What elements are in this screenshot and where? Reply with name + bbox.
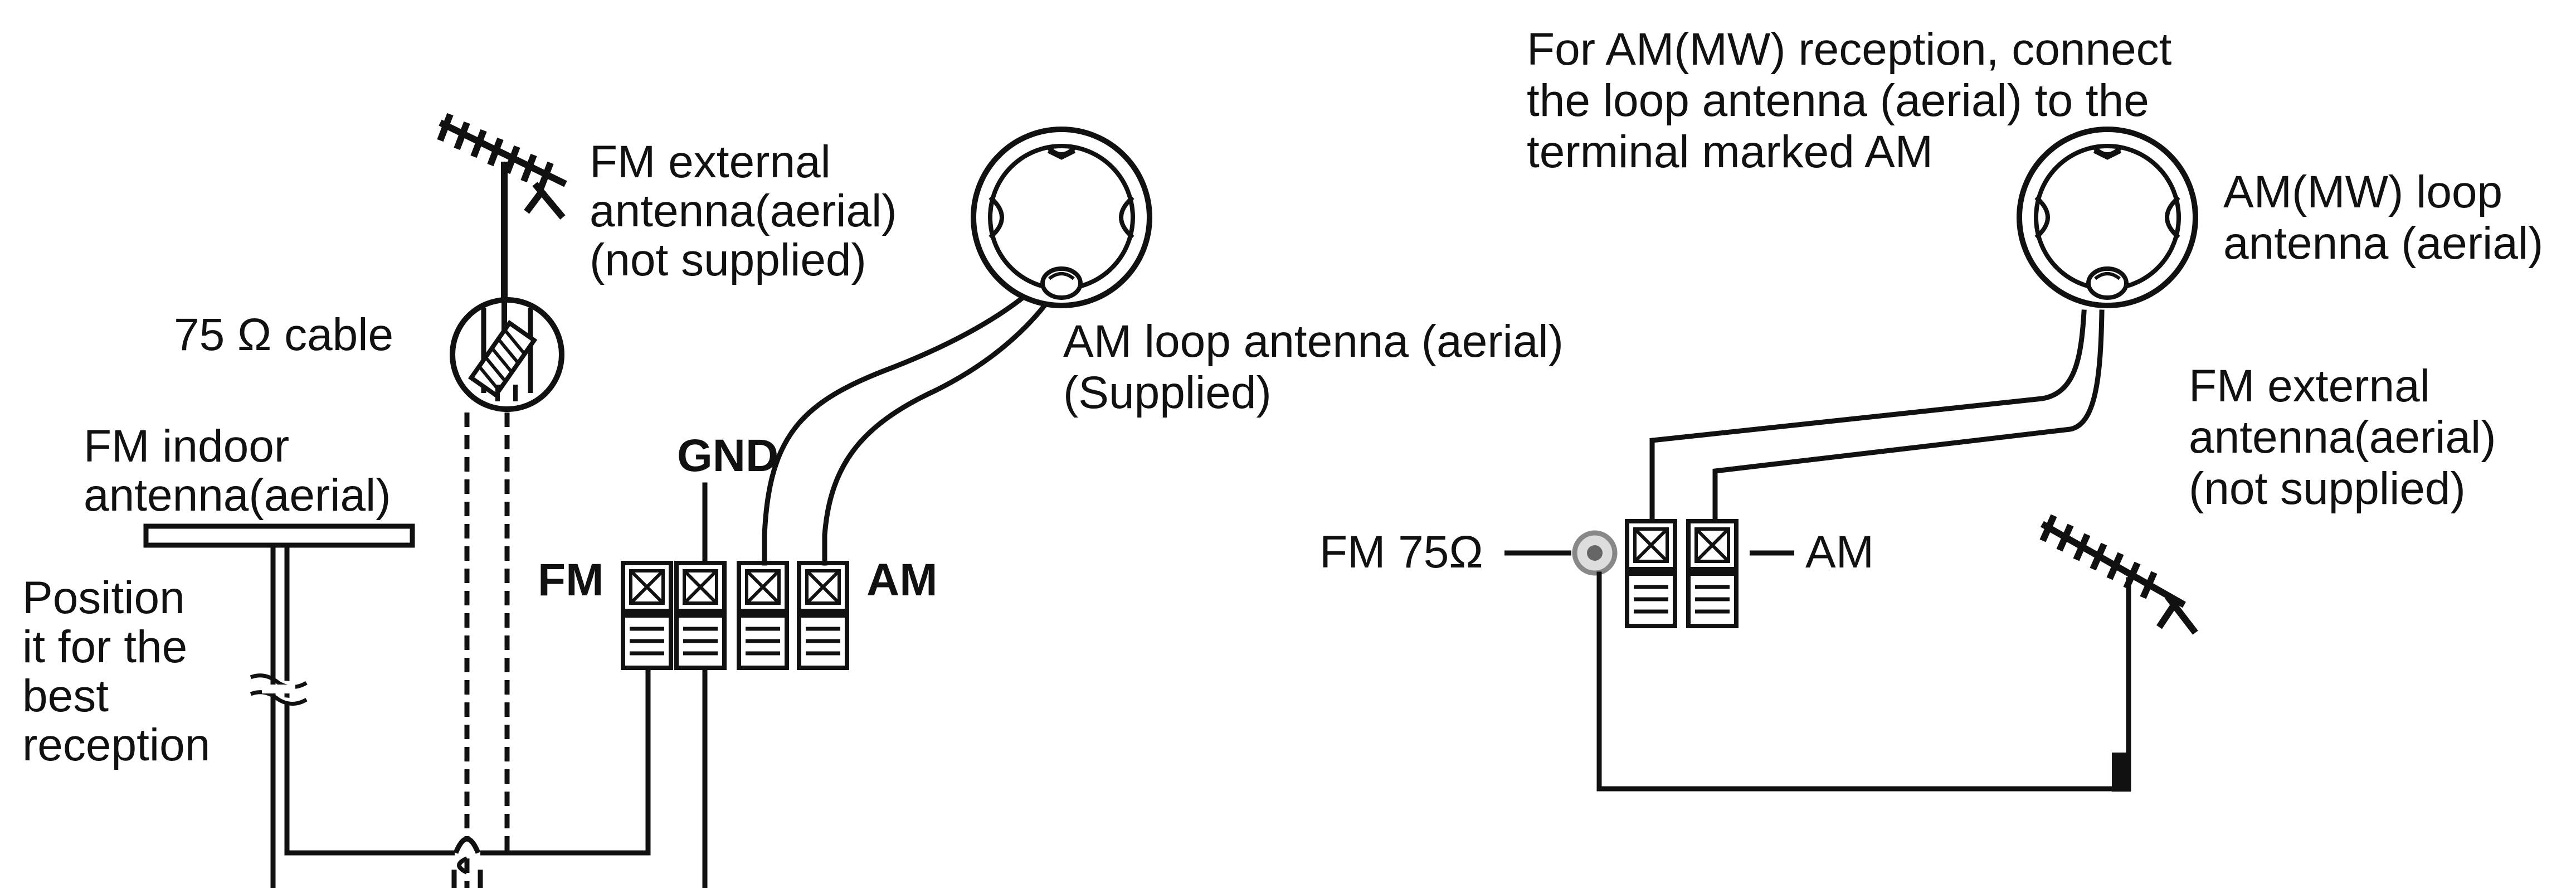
terminal-block: [623, 563, 847, 668]
fm-external-cable: [1596, 571, 2131, 792]
am-loop-wire: [1649, 309, 2087, 524]
fm-indoor-antenna-label: FM indoor antenna(aerial): [84, 421, 391, 521]
am-instruction-text: For AM(MW) reception, connect the loop a…: [1527, 24, 2184, 177]
am-loop-supplied-label: AM loop antenna (aerial) (Supplied): [1063, 316, 1576, 418]
am-terminal-block: [1627, 521, 1794, 626]
fm-external-antenna-label: FM external antenna(aerial) (not supplie…: [590, 137, 909, 285]
cable-clip: [2112, 753, 2131, 792]
am-loop-wire: [1712, 309, 2105, 524]
terminal-fm75-label: FM 75Ω: [1319, 527, 1483, 578]
terminal-gnd-label: GND: [677, 430, 778, 481]
am-mw-loop-label: AM(MW) loop antenna (aerial): [2223, 167, 2543, 269]
fm-external-antenna-icon: [2039, 514, 2198, 635]
am-loop-wire: [762, 258, 1065, 566]
fm75-connector-icon: [1504, 530, 1618, 576]
terminal-am-label: AM: [866, 555, 938, 605]
left-panel: FM external antenna(aerial) (not supplie…: [22, 113, 1576, 888]
fm-external-antenna-icon: [437, 113, 567, 301]
fm-external-antenna-label: FM external antenna(aerial) (not supplie…: [2189, 361, 2509, 514]
terminal-am-label: AM: [1805, 527, 1874, 578]
right-panel: For AM(MW) reception, connect the loop a…: [1319, 24, 2543, 792]
am-loop-antenna-icon: [973, 129, 1150, 305]
am-loop-wire: [822, 258, 1077, 566]
terminal-fm-label: FM: [538, 555, 603, 605]
coax-connector-icon: [450, 297, 564, 412]
position-note: Position it for the best reception: [22, 572, 210, 770]
am-mw-loop-antenna-icon: [2019, 129, 2195, 305]
cable-label: 75 Ω cable: [174, 309, 393, 360]
